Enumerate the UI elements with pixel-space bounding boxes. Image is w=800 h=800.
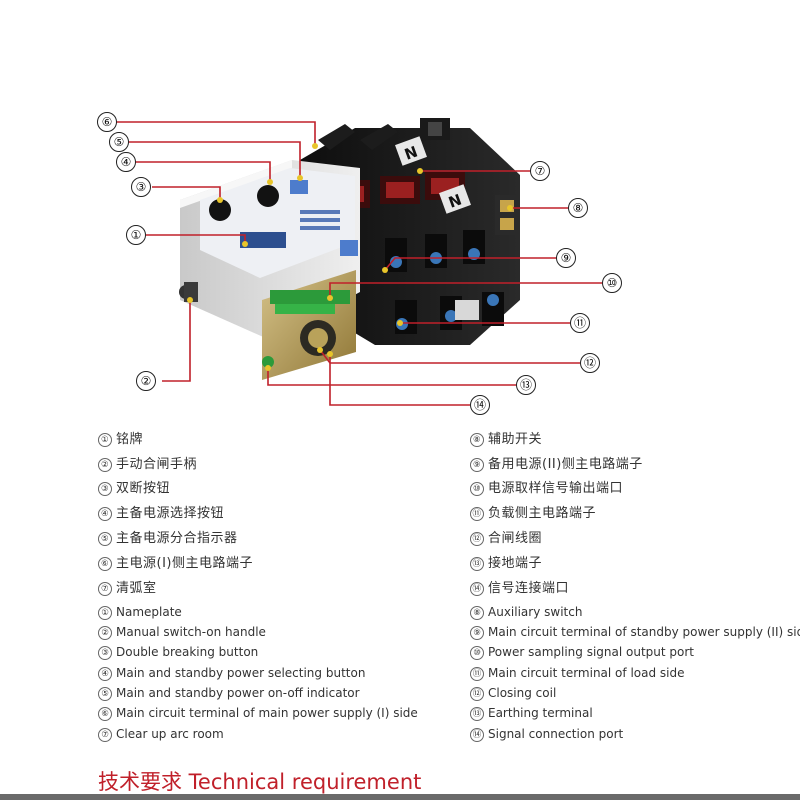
neutral-label: N N [395,136,471,214]
device-diagram: N N [97,112,622,415]
bottom-divider [0,794,800,800]
auxiliary-switch [495,195,517,235]
terminals [385,230,504,334]
double-breaking-button [209,199,231,221]
callout-13: ⑬ [516,375,536,395]
callout-3: ③ [131,177,151,197]
callout-11: ⑪ [570,313,590,333]
callout-14: ⑭ [470,395,490,415]
switch-illustration: N N [116,118,604,406]
control-body [179,160,360,380]
svg-text:N: N [446,191,464,212]
nameplate [240,210,358,256]
callout-lines [116,121,604,406]
callout-8: ⑧ [568,198,588,218]
callout-6: ⑥ [97,112,117,132]
section-title: 技术要求 Technical requirement [98,770,422,794]
power-selecting-button [257,185,279,207]
callout-10: ⑩ [602,273,622,293]
callout-dots [187,143,513,371]
earthing-terminal [262,356,274,368]
callout-5: ⑤ [109,132,129,152]
callout-4: ④ [116,152,136,172]
callout-7: ⑦ [530,161,550,181]
callout-12: ⑫ [580,353,600,373]
callout-1: ① [126,225,146,245]
callout-9: ⑨ [556,248,576,268]
svg-text:N: N [402,143,420,164]
callout-2: ② [136,371,156,391]
onoff-indicator [290,180,308,194]
